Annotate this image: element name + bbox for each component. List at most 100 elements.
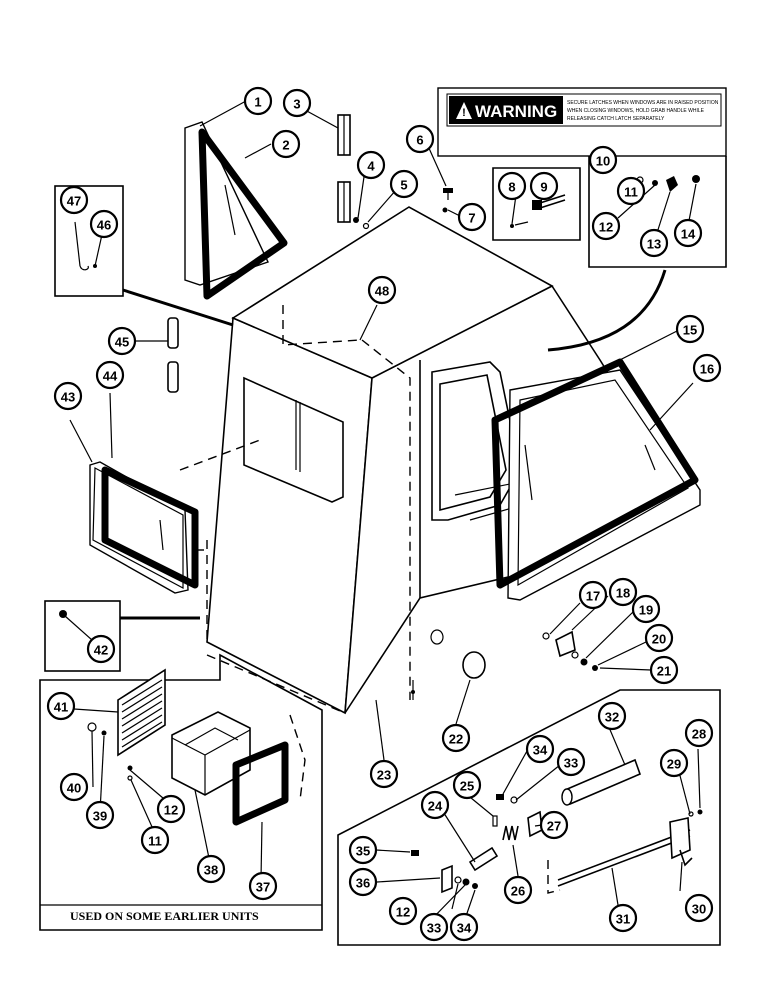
callout-label: 7 (468, 211, 475, 226)
callout-label: 48 (375, 284, 389, 299)
callout-label: 38 (204, 863, 218, 878)
callout-27: 27 (539, 810, 569, 840)
callout-label: 25 (460, 779, 474, 794)
callout-label: 33 (564, 756, 578, 771)
left-window-assembly (89, 461, 199, 594)
callout-label: 40 (67, 781, 81, 796)
callout-43: 43 (53, 381, 83, 411)
trim-strip (337, 114, 351, 223)
callout-35: 35 (348, 835, 378, 865)
window-latch-hardware (542, 630, 598, 671)
callout-2: 2 (271, 129, 301, 159)
callout-12: 12 (156, 794, 186, 824)
callout-label: 12 (164, 803, 178, 818)
callout-label: 18 (616, 586, 630, 601)
callout-7: 7 (457, 202, 487, 232)
callout-label: 31 (616, 912, 630, 927)
callout-label: 5 (400, 178, 407, 193)
callout-label: 32 (605, 710, 619, 725)
catch-latch (510, 194, 566, 228)
callout-label: 15 (683, 323, 697, 338)
callout-42: 42 (86, 634, 116, 664)
callout-12: 12 (591, 211, 621, 241)
callout-28: 28 (684, 718, 714, 748)
callout-label: 45 (115, 335, 129, 350)
callout-33: 33 (556, 747, 586, 777)
callout-label: 13 (647, 237, 661, 252)
callout-label: 34 (533, 743, 548, 758)
callout-label: 16 (700, 362, 714, 377)
callout-19: 19 (631, 594, 661, 624)
callout-label: 39 (93, 809, 107, 824)
callout-label: 28 (692, 727, 706, 742)
inset-note: USED ON SOME EARLIER UNITS (70, 909, 259, 923)
warning-line-3: RELEASING CATCH LATCH SEPARATELY (567, 116, 665, 122)
callout-12: 12 (388, 896, 418, 926)
callout-label: 29 (667, 757, 681, 772)
callout-8: 8 (497, 171, 527, 201)
callout-33: 33 (419, 912, 449, 942)
callout-18: 18 (608, 577, 638, 607)
callout-4: 4 (356, 150, 386, 180)
callout-label: 30 (692, 902, 706, 917)
callout-25: 25 (452, 770, 482, 800)
callout-22: 22 (441, 723, 471, 753)
callout-11: 11 (616, 176, 646, 206)
callout-39: 39 (85, 800, 115, 830)
louver-vent (117, 668, 166, 757)
callout-13: 13 (639, 228, 669, 258)
callout-label: 21 (657, 664, 671, 679)
callout-14: 14 (673, 218, 703, 248)
callout-41: 41 (46, 691, 76, 721)
callout-label: 47 (67, 194, 81, 209)
callout-label: 6 (416, 133, 423, 148)
callout-label: 46 (97, 218, 111, 233)
vent-gasket (232, 741, 289, 826)
callout-label: 9 (540, 180, 547, 195)
warning-line-1: SECURE LATCHES WHEN WINDOWS ARE IN RAISE… (567, 100, 719, 106)
callout-15: 15 (675, 314, 705, 344)
callout-label: 33 (427, 921, 441, 936)
callout-44: 44 (95, 360, 125, 390)
latch-linkage (411, 758, 703, 894)
callout-label: 23 (377, 768, 391, 783)
callout-11: 11 (140, 825, 170, 855)
callout-48: 48 (367, 275, 397, 305)
callout-label: 17 (586, 589, 600, 604)
callout-29: 29 (659, 748, 689, 778)
callout-24: 24 (420, 790, 450, 820)
callout-10: 10 (588, 145, 618, 175)
callout-34: 34 (449, 912, 479, 942)
callout-label: 22 (449, 732, 463, 747)
callout-label: 12 (396, 905, 410, 920)
callout-label: 1 (254, 95, 261, 110)
callout-37: 37 (248, 871, 278, 901)
callout-label: 11 (148, 834, 162, 849)
callout-3: 3 (282, 88, 312, 118)
callout-38: 38 (196, 854, 226, 884)
callout-36: 36 (348, 867, 378, 897)
callout-label: 11 (624, 185, 638, 200)
callout-label: 4 (367, 159, 375, 174)
callout-label: 34 (457, 921, 472, 936)
callout-label: 42 (94, 643, 108, 658)
callout-label: 24 (428, 799, 443, 814)
callout-label: 12 (599, 220, 613, 235)
callout-label: 2 (282, 138, 289, 153)
right-window-assembly (491, 358, 701, 601)
triangle-window (184, 121, 288, 300)
callout-label: 8 (508, 180, 515, 195)
callout-label: 41 (54, 700, 68, 715)
callout-9: 9 (529, 171, 559, 201)
callout-40: 40 (59, 772, 89, 802)
callout-label: 10 (596, 154, 610, 169)
callout-label: 44 (103, 369, 118, 384)
callout-46: 46 (89, 209, 119, 239)
callout-6: 6 (405, 124, 435, 154)
vent-housing (171, 711, 251, 796)
callout-30: 30 (684, 893, 714, 923)
callout-5: 5 (389, 169, 419, 199)
callout-34: 34 (525, 734, 555, 764)
